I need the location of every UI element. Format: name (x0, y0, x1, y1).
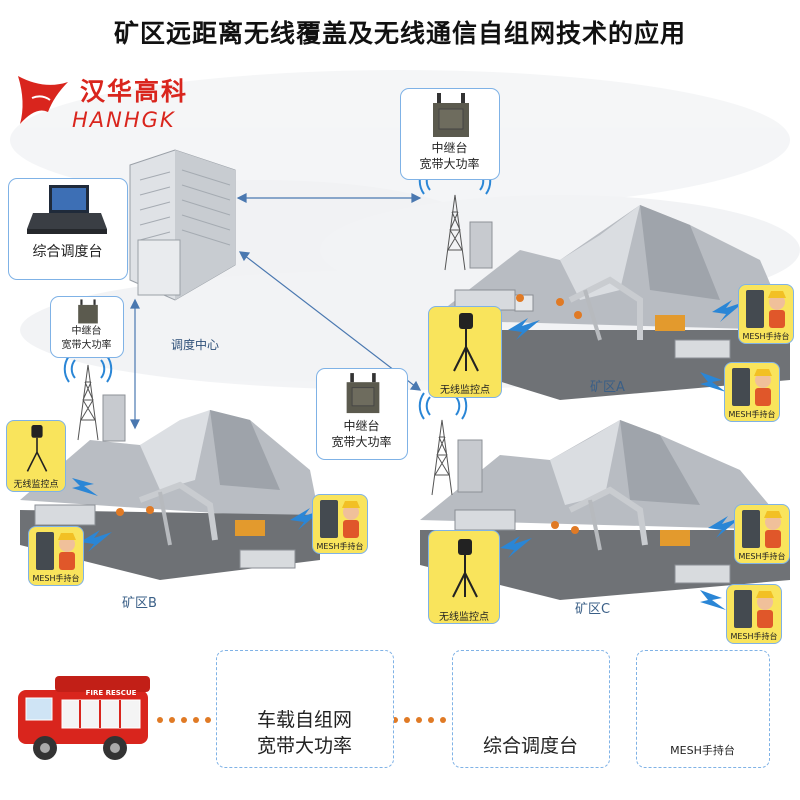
handset-worker-icon (732, 368, 772, 406)
handset-worker-icon (320, 500, 360, 538)
dotted-link (157, 717, 446, 723)
relay-line2: 宽带大功率 (331, 435, 392, 449)
fire-truck (18, 676, 150, 760)
bottom-console-card: 综合调度台 (452, 650, 610, 768)
handset-label: MESH手持台 (316, 542, 364, 551)
camera-tripod-icon (26, 425, 48, 472)
handset-worker-icon (742, 510, 782, 548)
monitor-point-c: 无线监控点 (428, 530, 500, 624)
logo-chinese: 汉华高科 (80, 77, 189, 106)
bottom-console-label: 综合调度台 (482, 735, 578, 757)
truck-sign: FIRE RESCUE (85, 689, 137, 697)
monitor-label: 无线监控点 (13, 480, 59, 490)
handset-card: MESH手持台 (28, 526, 84, 586)
mine-c-label: 矿区C (575, 602, 611, 617)
mine-b-equipment (34, 481, 296, 569)
bottom-handset-card: MESH手持台 (636, 650, 770, 768)
relay-device-icon (78, 299, 98, 324)
monitor-point-a: 无线监控点 (428, 306, 502, 398)
monitor-label: 无线监控点 (440, 385, 490, 396)
relay-line2: 宽带大功率 (419, 157, 480, 171)
handset-label: MESH手持台 (730, 632, 778, 641)
tower-left (77, 364, 126, 442)
camera-tripod-icon (452, 539, 478, 598)
tower-top-right (444, 194, 493, 271)
relay-line1: 中继台 (431, 141, 468, 155)
camera-tripod-icon (453, 313, 479, 372)
relay-line2: 宽带大功率 (61, 340, 112, 351)
tower-middle (431, 419, 483, 496)
handset-card: MESH手持台 (312, 494, 368, 554)
bottom-handset-label: MESH手持台 (670, 744, 735, 757)
handset-card: MESH手持台 (726, 584, 782, 644)
page-title: 矿区远距离无线覆盖及无线通信自组网技术的应用 (113, 19, 686, 48)
monitor-point-b: 无线监控点 (6, 420, 66, 492)
vehicle-mesh-card: 车载自组网 宽带大功率 (216, 650, 394, 768)
dispatch-center-label: 调度中心 (170, 338, 219, 352)
mine-a-label: 矿区A (590, 380, 625, 395)
connection-lines (130, 193, 422, 430)
handset-card: MESH手持台 (738, 284, 794, 344)
handset-worker-icon (746, 290, 786, 328)
signal-arcs (63, 167, 492, 420)
relay-device-icon (433, 93, 469, 137)
console-icon (27, 185, 107, 234)
handset-label: MESH手持台 (32, 574, 80, 583)
handset-card: MESH手持台 (724, 362, 780, 422)
dispatch-building (129, 149, 236, 301)
monitor-label: 无线监控点 (439, 612, 489, 623)
relay-card-top: 中继台 宽带大功率 (400, 88, 500, 180)
vehicle-line2: 宽带大功率 (256, 735, 352, 757)
handset-label: MESH手持台 (742, 332, 790, 341)
bird-logo-icon (18, 76, 68, 124)
mine-a-equipment (454, 276, 731, 359)
vehicle-line1: 车载自组网 (256, 709, 352, 731)
relay-card-left: 中继台 宽带大功率 (50, 296, 124, 358)
handset-card: MESH手持台 (734, 504, 790, 564)
handset-label: MESH手持台 (738, 552, 786, 561)
handset-worker-icon (36, 532, 76, 570)
mine-b-label: 矿区B (122, 596, 157, 611)
relay-card-middle: 中继台 宽带大功率 (316, 368, 408, 460)
mine-c-equipment (454, 486, 731, 584)
handset-worker-icon (734, 590, 774, 628)
console-card: 综合调度台 (8, 178, 128, 280)
console-label: 综合调度台 (32, 244, 103, 260)
relay-device-icon (346, 373, 380, 414)
logo-english: HANHGK (72, 108, 176, 132)
relay-line1: 中继台 (343, 419, 380, 433)
handset-label: MESH手持台 (728, 410, 776, 419)
relay-line1: 中继台 (71, 326, 102, 337)
